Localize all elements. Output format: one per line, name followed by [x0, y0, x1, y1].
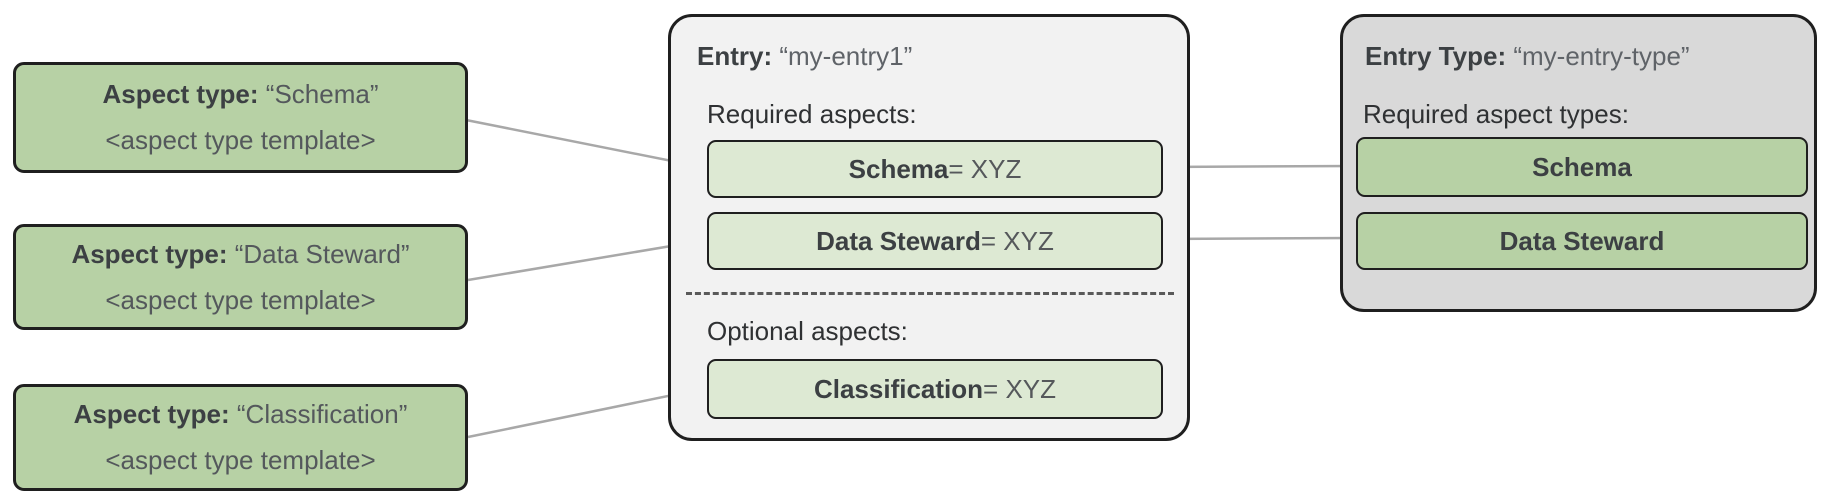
required-aspects-label: Required aspects:	[707, 99, 917, 129]
aspect-type-template: <aspect type template>	[105, 125, 376, 155]
entry-title: Entry: “my-entry1”	[697, 41, 913, 71]
optional-aspects-label: Optional aspects:	[707, 316, 908, 346]
aspect-chip-schema: Schema = XYZ	[707, 140, 1163, 198]
dashed-divider	[686, 292, 1174, 295]
aspect-type-title: Aspect type: “Schema”	[102, 79, 379, 109]
entry-type-box: Entry Type: “my-entry-type” Required asp…	[1340, 14, 1817, 312]
aspect-type-title: Aspect type: “Data Steward”	[71, 238, 410, 269]
aspect-chip-classification: Classification = XYZ	[707, 359, 1163, 419]
connector-line	[467, 386, 708, 439]
connector-line	[1159, 236, 1355, 241]
connector-line	[467, 238, 708, 282]
aspect-chip-data-steward: Data Steward = XYZ	[707, 212, 1163, 270]
aspect-type-template: <aspect type template>	[105, 445, 376, 475]
entry-type-title: Entry Type: “my-entry-type”	[1365, 41, 1690, 71]
required-aspect-types-label: Required aspect types:	[1363, 99, 1629, 129]
connector-line	[1159, 164, 1355, 169]
entry-box: Entry: “my-entry1” Required aspects: Sch…	[668, 14, 1190, 441]
aspect-type-title: Aspect type: “Classification”	[73, 399, 408, 429]
aspect-type-box-classification: Aspect type: “Classification” <aspect ty…	[13, 384, 468, 491]
aspect-type-template: <aspect type template>	[105, 284, 376, 315]
aspect-type-chip-schema: Schema	[1356, 137, 1808, 197]
aspect-type-box-schema: Aspect type: “Schema” <aspect type templ…	[13, 62, 468, 173]
connector-line	[465, 118, 708, 170]
aspect-type-box-data-steward: Aspect type: “Data Steward” <aspect type…	[13, 224, 468, 330]
aspect-type-chip-data-steward: Data Steward	[1356, 212, 1808, 270]
